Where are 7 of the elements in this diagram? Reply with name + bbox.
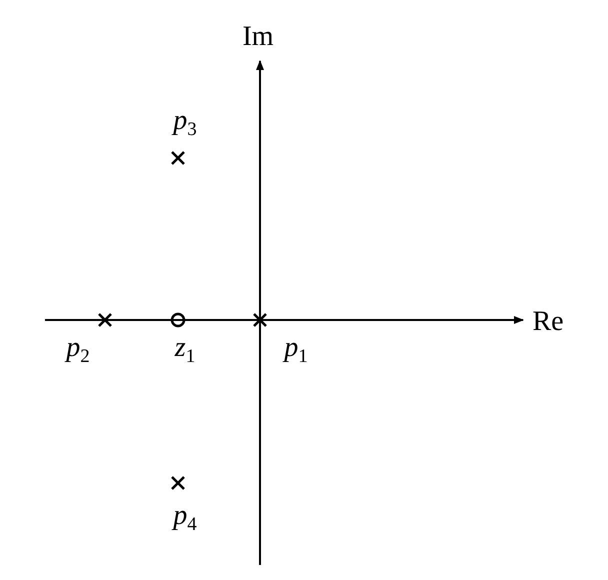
pole-label: p$_{1}$ [284,334,308,366]
axis-label: Re [532,308,564,336]
axis-label: Im [242,23,274,51]
zero-label: z$_{1}$ [174,334,196,366]
pole-label: p$_{4}$ [173,502,197,534]
pole-label: p$_{2}$ [66,334,90,366]
pole-label: p$_{3}$ [173,107,197,139]
